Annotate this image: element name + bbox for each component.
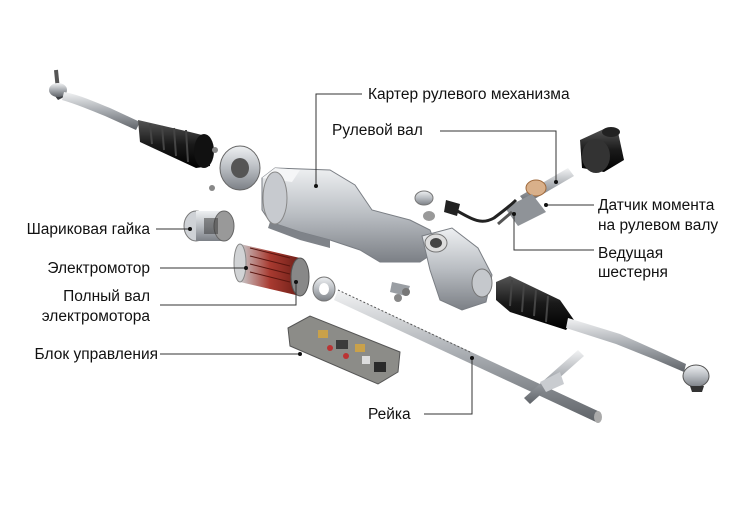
label-rack: Рейка [368,406,411,423]
left-tie-rod [49,69,140,130]
leader-hollow-shaft [160,282,297,306]
left-bellows-boot [138,120,214,168]
leader-lines [156,93,594,415]
label-hollow-shaft-line1: Полный вал [63,288,150,305]
torque-sensor-cable [444,198,518,223]
label-control-unit: Блок управления [34,346,158,363]
label-torque-sensor-line2: на рулевом валу [598,217,719,234]
motor-bearing-ring [312,276,336,302]
housing-fasteners [390,190,435,302]
steering-gear-housing [261,167,493,311]
label-pinion-line1: Ведущая [598,245,664,262]
leader-steering-shaft [440,130,557,182]
label-steering-shaft: Рулевой вал [332,122,423,139]
electric-motor [233,243,310,297]
control-unit-pcb [287,315,401,385]
right-bellows-boot [496,276,574,330]
label-electric-motor: Электромотор [47,260,150,277]
leader-pinion [513,214,594,251]
label-pinion-line2: шестерня [598,264,668,281]
leader-end-dots [188,180,558,360]
label-ball-nut: Шариковая гайка [26,221,150,238]
left-mount-bearing [209,145,261,191]
ball-nut [183,210,235,242]
pinion-shaft [524,350,584,404]
upper-steering-boot [580,127,624,173]
label-torque-sensor-line1: Датчик момента [598,197,715,214]
right-tie-rod [566,318,710,392]
leader-rack [424,358,473,415]
leader-housing [315,93,362,186]
steering-shaft [497,168,574,226]
label-steering-gear-housing: Картер рулевого механизма [368,86,570,103]
label-hollow-shaft-line2: электромотора [41,308,150,325]
rack-bar [334,289,602,423]
